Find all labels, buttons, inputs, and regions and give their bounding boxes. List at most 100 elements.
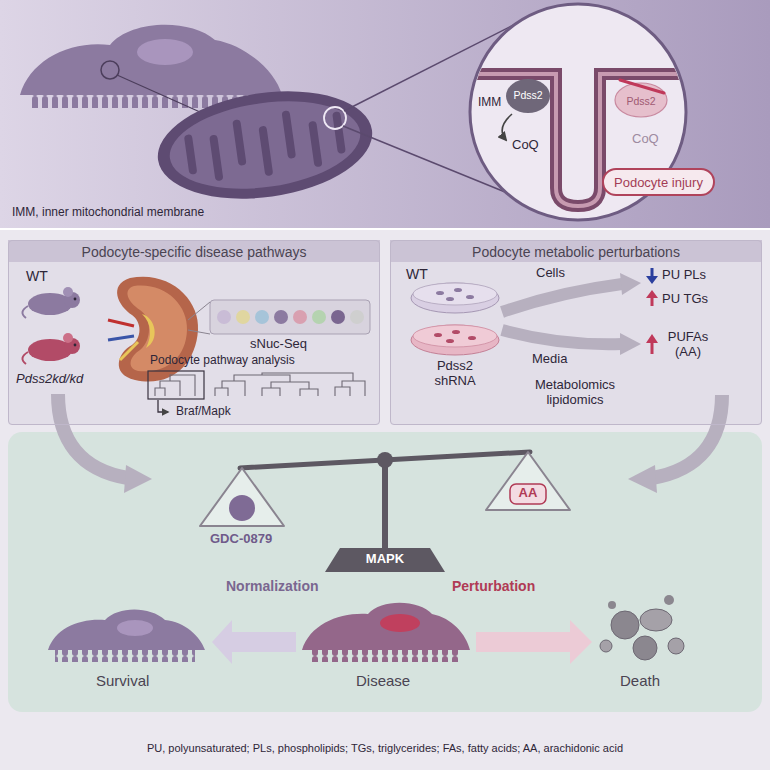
label: Braf/Mapk <box>176 405 231 419</box>
label: IMM <box>478 96 501 110</box>
magnified-membrane <box>615 83 667 117</box>
magnified-membrane <box>506 79 550 113</box>
balance-scale <box>486 452 570 510</box>
caption: PU, polyunsaturated; PLs, phospholipids;… <box>0 742 770 755</box>
label-slot: IMM <box>478 96 501 110</box>
label-slot: Perturbation <box>452 578 535 594</box>
dish-shrna <box>434 333 442 337</box>
big-arrow-right <box>652 395 722 478</box>
balance-scale <box>510 484 546 504</box>
label-slot: sNuc-Seq <box>250 337 307 352</box>
label: Death <box>620 672 660 689</box>
label: Media <box>532 352 567 367</box>
big-arrow-left <box>124 465 152 493</box>
label: Podocyte pathway analysis <box>150 354 295 368</box>
podocyte-disease <box>302 603 470 662</box>
label-slot: Pdss2kd/kd <box>16 372 83 387</box>
dish-shrna <box>411 325 499 355</box>
label: CoQ <box>632 132 659 147</box>
snucseq-strip <box>188 300 370 334</box>
label: Normalization <box>226 578 319 594</box>
top-background <box>0 0 770 228</box>
podocyte-survival <box>48 610 205 651</box>
mouse-wt <box>22 287 80 318</box>
panel-heading: Podocyte-specific disease pathways <box>9 241 379 263</box>
kidney <box>108 336 134 340</box>
dish-wt <box>446 297 454 301</box>
label-slot: Pdss2 <box>513 89 543 101</box>
mouse-wt <box>74 298 77 301</box>
podocyte-survival <box>48 610 205 663</box>
change-arrows <box>646 268 658 354</box>
dish-wt <box>466 295 474 299</box>
change-arrows <box>646 276 658 284</box>
label-slot: Metabolomics lipidomics <box>520 378 630 408</box>
big-arrow-left <box>58 394 152 493</box>
panel-backgrounds <box>8 240 762 712</box>
label: MAPK <box>340 552 430 567</box>
dish-wt <box>411 283 499 313</box>
label: sNuc-Seq <box>250 337 307 352</box>
label-slot: Normalization <box>226 578 319 594</box>
mouse-kd <box>63 333 73 343</box>
label: AA <box>510 486 546 501</box>
snucseq-strip <box>255 310 269 324</box>
big-arrow-left <box>58 394 128 478</box>
dead-cell <box>608 601 616 609</box>
balance-scale <box>382 462 388 550</box>
snucseq-strip <box>331 310 345 324</box>
outcome-arrows <box>476 620 592 664</box>
snucseq-strip <box>188 302 210 320</box>
change-arrows <box>646 290 658 298</box>
label-slot: GDC-0879 <box>210 532 272 547</box>
kidney <box>120 342 138 360</box>
dish-wt <box>454 288 462 292</box>
label-slot: AA <box>510 486 546 501</box>
snucseq-strip <box>217 310 231 324</box>
label: Pdss2 <box>626 95 656 107</box>
kidney <box>142 314 155 348</box>
panel-backgrounds <box>390 240 762 425</box>
pill-text: Podocyte injury <box>614 175 703 191</box>
label: Survival <box>96 672 149 689</box>
mitochondrion <box>151 78 379 211</box>
label: WT <box>26 268 48 284</box>
dead-cell <box>600 595 684 660</box>
mitochondrion <box>164 90 366 200</box>
panel-backgrounds <box>390 240 762 262</box>
dish-shrna <box>452 330 460 334</box>
label-slot: Braf/Mapk <box>176 405 231 419</box>
dead-cell <box>633 636 657 660</box>
snucseq-strip <box>293 310 307 324</box>
top-background <box>0 228 770 230</box>
dendrogram <box>158 400 168 412</box>
label: CoQ <box>512 138 539 153</box>
label: Metabolomics lipidomics <box>520 378 630 408</box>
label: WT <box>406 266 428 282</box>
outcome-arrows <box>212 620 592 664</box>
label-slot: MAPK <box>340 552 430 567</box>
balance-scale <box>240 452 530 468</box>
label-slot: Cells <box>536 266 565 281</box>
top-background <box>0 0 770 229</box>
cells-media-arrows <box>502 273 641 355</box>
cells-media-arrows <box>502 330 622 344</box>
podocyte-disease <box>380 614 420 632</box>
dendrogram <box>155 373 365 396</box>
dead-cell <box>611 611 639 639</box>
label: PU PLs <box>662 268 706 283</box>
label-slot: CoQ <box>512 138 539 153</box>
podocyte-top <box>137 39 193 65</box>
mouse-wt <box>63 287 73 297</box>
dish-shrna <box>413 325 497 347</box>
snucseq-strip <box>350 310 364 324</box>
dish-shrna <box>468 336 476 340</box>
dish-shrna <box>411 325 499 355</box>
big-arrow-right <box>628 465 657 493</box>
label-slot: IMM, inner mitochondrial membrane <box>12 206 204 220</box>
panel-backgrounds <box>8 240 380 262</box>
label-slot: Survival <box>96 672 149 689</box>
caption-slot: PU, polyunsaturated; PLs, phospholipids;… <box>0 742 770 755</box>
cells-media-arrows <box>620 273 641 295</box>
